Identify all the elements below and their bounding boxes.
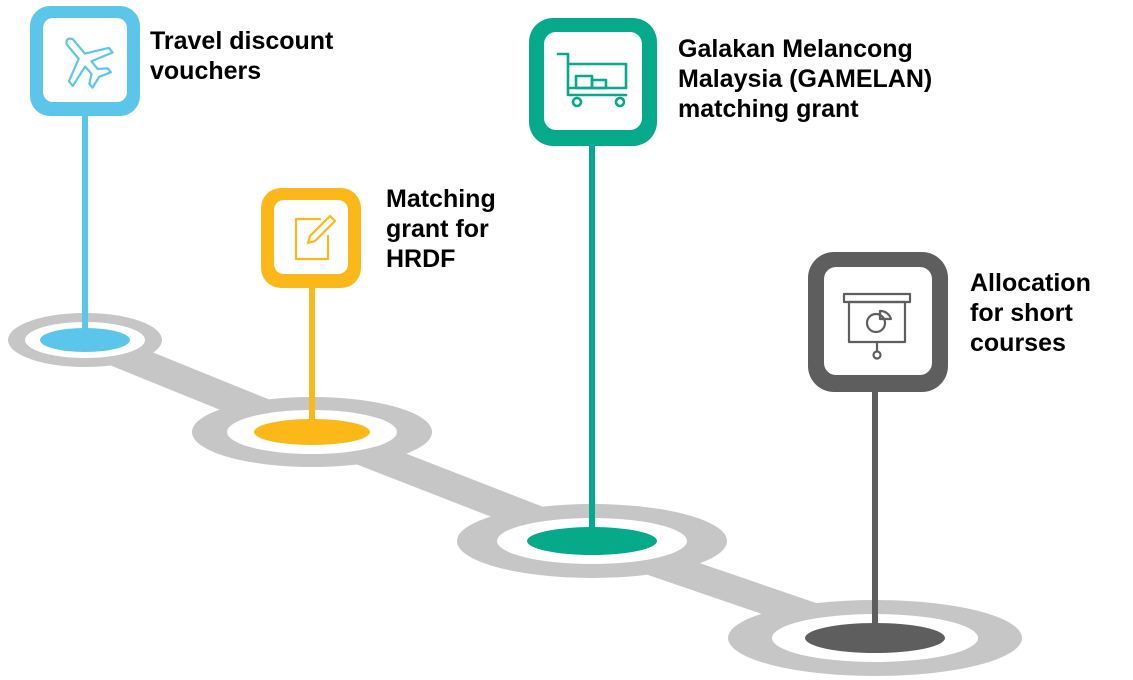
pin-head-inner xyxy=(274,200,348,274)
label-travel: Travel discount vouchers xyxy=(150,26,333,86)
label-line: for short xyxy=(970,299,1073,327)
pin-stem xyxy=(309,280,315,430)
shopping-cart-icon xyxy=(556,52,628,108)
stop-travel xyxy=(8,6,162,367)
airplane-icon xyxy=(65,37,114,89)
label-hrdf: Matching grant for HRDF xyxy=(386,184,496,274)
label-line: vouchers xyxy=(150,57,262,85)
stop-disc xyxy=(527,527,657,555)
pin-head-inner xyxy=(43,18,127,102)
label-line: Galakan Melancong xyxy=(678,35,913,63)
label-line: Malaysia (GAMELAN) xyxy=(678,65,933,93)
label-line: matching grant xyxy=(678,95,859,123)
edit-note-icon xyxy=(294,214,337,261)
stop-courses xyxy=(728,252,1022,676)
stop-gamelan xyxy=(457,18,727,578)
label-line: grant for xyxy=(386,215,489,243)
pin-stem xyxy=(589,130,595,538)
label-line: Allocation xyxy=(970,269,1091,297)
stop-hrdf xyxy=(192,188,432,467)
road xyxy=(71,326,889,652)
pin-stem xyxy=(82,100,88,336)
label-line: Matching xyxy=(386,185,496,213)
label-gamelan: Galakan Melancong Malaysia (GAMELAN) mat… xyxy=(678,34,932,124)
label-line: courses xyxy=(970,329,1066,357)
label-courses: Allocation for short courses xyxy=(970,268,1091,358)
label-line: HRDF xyxy=(386,245,456,273)
label-line: Travel discount xyxy=(150,27,334,55)
pin-stem xyxy=(872,380,878,635)
presentation-chart-icon xyxy=(842,292,912,360)
stop-disc xyxy=(40,328,130,352)
stop-disc xyxy=(254,419,370,445)
stop-disc xyxy=(805,623,945,653)
